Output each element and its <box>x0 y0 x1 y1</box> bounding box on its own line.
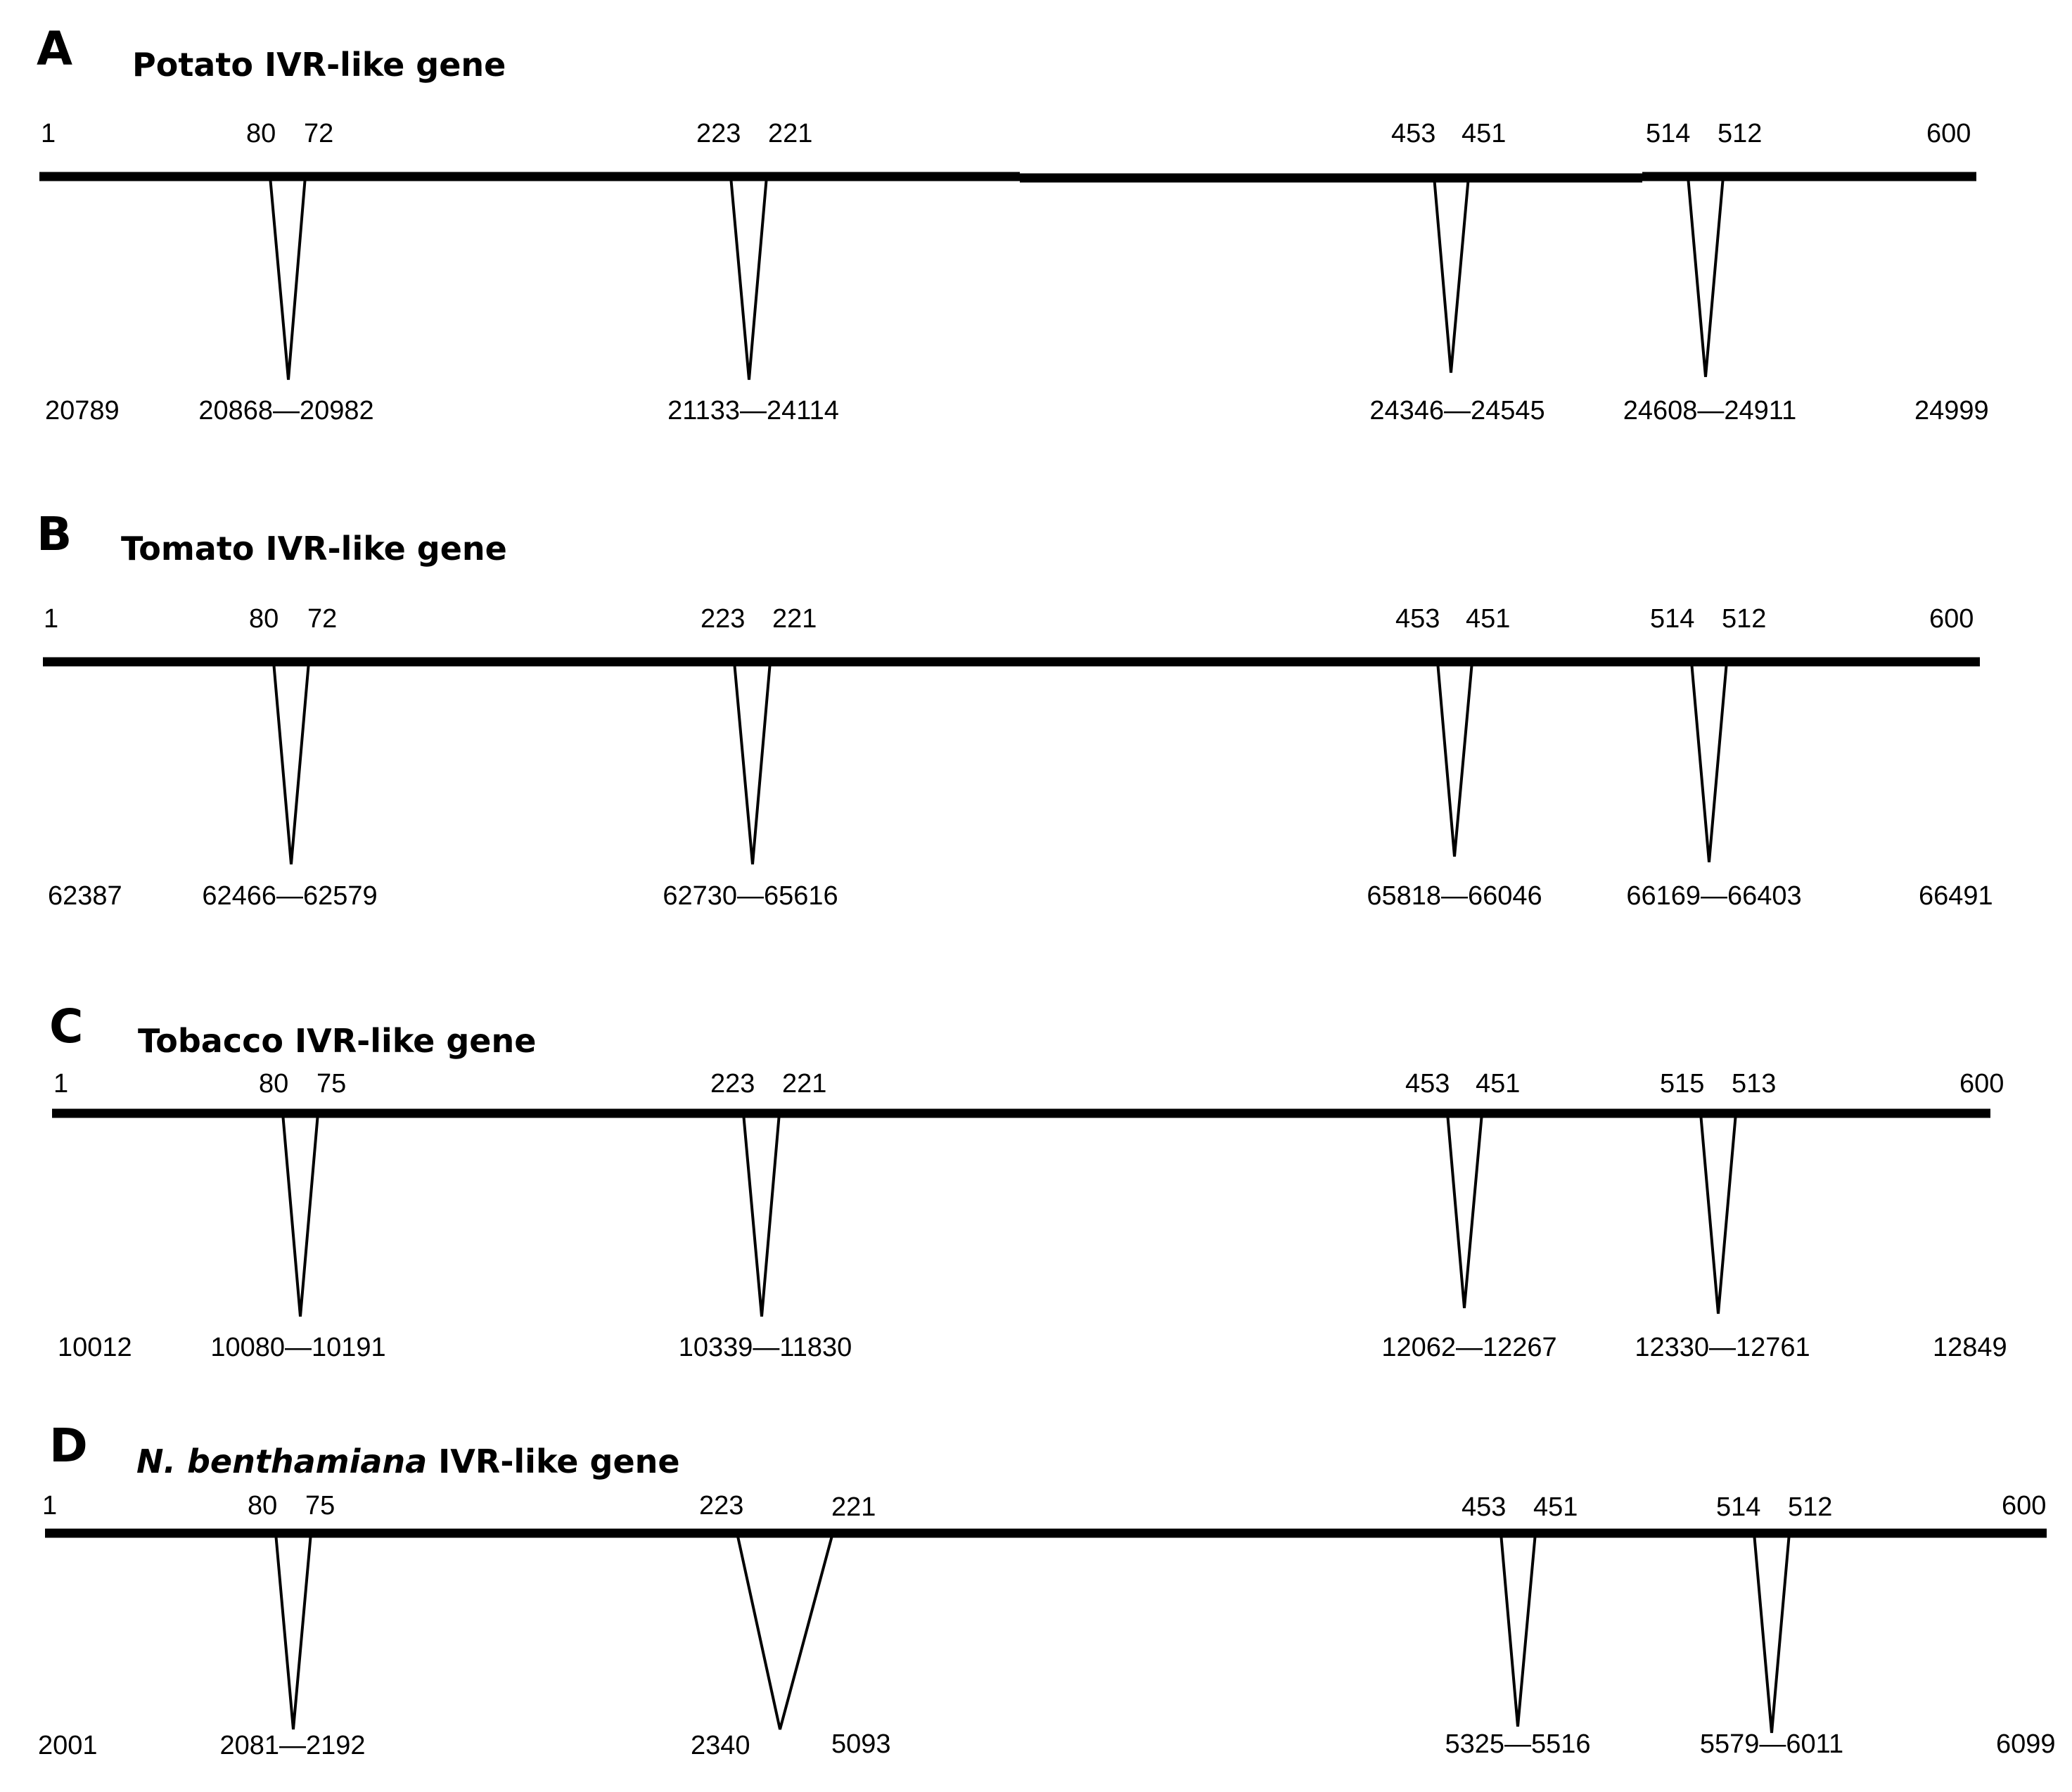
top-label: 80 <box>249 604 279 634</box>
bottom-label: 5093 <box>831 1729 891 1759</box>
top-label: 223 <box>699 1491 743 1521</box>
intron-notch <box>1687 176 1725 378</box>
top-label: 1 <box>53 1069 68 1099</box>
bottom-label: 10012 <box>58 1333 132 1362</box>
bottom-label: 12062—12267 <box>1381 1333 1556 1362</box>
top-label: 72 <box>304 119 333 148</box>
bottom-label: 5579—6011 <box>1700 1729 1843 1759</box>
top-label: 514 <box>1716 1492 1760 1522</box>
bottom-label: 24999 <box>1914 396 1989 425</box>
top-label: 514 <box>1646 119 1690 148</box>
intron-notch <box>729 176 768 380</box>
bottom-label: 10080—10191 <box>210 1333 385 1362</box>
intron-notch <box>1690 661 1728 863</box>
bottom-label: 2001 <box>38 1731 98 1760</box>
panel-letter: C <box>49 999 83 1054</box>
intron-notch <box>1499 1532 1537 1727</box>
top-label: 600 <box>1959 1069 2004 1099</box>
panel-letter: D <box>49 1419 88 1473</box>
exon-line <box>39 172 1976 183</box>
intron-notch <box>742 1113 781 1317</box>
panel-title: Tomato IVR-like gene <box>121 530 507 568</box>
top-label: 453 <box>1391 119 1435 148</box>
bottom-label: 62730—65616 <box>663 881 838 911</box>
bottom-label: 5325—5516 <box>1445 1729 1590 1759</box>
bottom-label: 2340 <box>691 1731 750 1760</box>
top-label: 223 <box>710 1069 755 1099</box>
top-label: 600 <box>1926 119 1971 148</box>
intron-notch <box>274 1532 312 1730</box>
top-label: 80 <box>259 1069 288 1099</box>
intron-notch <box>281 1113 319 1317</box>
panel-title: N. benthamiana IVR-like gene <box>136 1442 680 1480</box>
top-label: 80 <box>248 1491 277 1521</box>
top-label: 451 <box>1476 1069 1520 1099</box>
intron-notch <box>269 176 307 380</box>
top-label: 453 <box>1395 604 1440 634</box>
bottom-label: 2081—2192 <box>219 1731 365 1760</box>
top-label: 514 <box>1650 604 1694 634</box>
bottom-label: 12849 <box>1933 1333 2007 1362</box>
top-label: 1 <box>41 119 56 148</box>
top-label: 1 <box>42 1491 57 1521</box>
top-label: 512 <box>1722 604 1766 634</box>
intron-notch <box>733 661 772 865</box>
top-label: 451 <box>1533 1492 1578 1522</box>
top-label: 453 <box>1462 1492 1506 1522</box>
top-label: 80 <box>246 119 276 148</box>
panel-a: A Potato IVR-like gene 1 80 72 223 221 4… <box>37 22 1989 425</box>
top-label: 451 <box>1462 119 1506 148</box>
bottom-label: 10339—11830 <box>679 1333 852 1362</box>
top-label: 223 <box>701 604 745 634</box>
bottom-label: 20868—20982 <box>198 396 373 425</box>
panel-letter: B <box>37 507 72 561</box>
top-label: 221 <box>772 604 817 634</box>
intron-notch <box>1446 1113 1483 1309</box>
top-label: 451 <box>1466 604 1510 634</box>
top-label: 75 <box>305 1491 335 1521</box>
panel-letter: A <box>37 22 72 76</box>
top-label: 600 <box>2002 1491 2046 1521</box>
intron-notch <box>1699 1113 1737 1314</box>
bottom-label: 62466—62579 <box>202 881 377 911</box>
top-label: 223 <box>696 119 741 148</box>
top-label: 600 <box>1929 604 1974 634</box>
top-label: 1 <box>44 604 58 634</box>
panel-b: B Tomato IVR-like gene 1 80 72 223 221 4… <box>37 507 1993 911</box>
top-label: 453 <box>1405 1069 1450 1099</box>
bottom-label: 66169—66403 <box>1626 881 1801 911</box>
top-label: 221 <box>782 1069 826 1099</box>
panel-d: D N. benthamiana IVR-like gene 1 80 75 2… <box>38 1419 2056 1760</box>
panel-title-italic: N. benthamiana <box>136 1442 427 1480</box>
bottom-label: 24346—24545 <box>1369 396 1545 425</box>
intron-notch <box>1433 176 1470 373</box>
top-label: 221 <box>831 1492 876 1522</box>
top-label: 515 <box>1660 1069 1704 1099</box>
bottom-label: 65818—66046 <box>1367 881 1542 911</box>
top-label: 513 <box>1732 1069 1776 1099</box>
bottom-label: 66491 <box>1919 881 1993 911</box>
bottom-label: 62387 <box>48 881 122 911</box>
intron-notch <box>272 661 310 865</box>
panel-title: Potato IVR-like gene <box>132 46 506 84</box>
intron-notch <box>736 1532 834 1730</box>
intron-notch <box>1753 1532 1791 1734</box>
intron-notch <box>1436 661 1473 857</box>
bottom-label: 21133—24114 <box>667 396 839 425</box>
panel-title: Tobacco IVR-like gene <box>138 1022 536 1060</box>
bottom-label: 24608—24911 <box>1623 396 1797 425</box>
bottom-label: 6099 <box>1996 1729 2056 1759</box>
panel-c: C Tobacco IVR-like gene 1 80 75 223 221 … <box>49 999 2007 1362</box>
top-label: 72 <box>307 604 337 634</box>
top-label: 512 <box>1788 1492 1832 1522</box>
bottom-label: 20789 <box>45 396 120 425</box>
bottom-label: 12330—12761 <box>1635 1333 1810 1362</box>
panel-title-rest: IVR-like gene <box>427 1442 679 1480</box>
top-label: 221 <box>768 119 812 148</box>
top-label: 512 <box>1718 119 1762 148</box>
top-label: 75 <box>316 1069 346 1099</box>
